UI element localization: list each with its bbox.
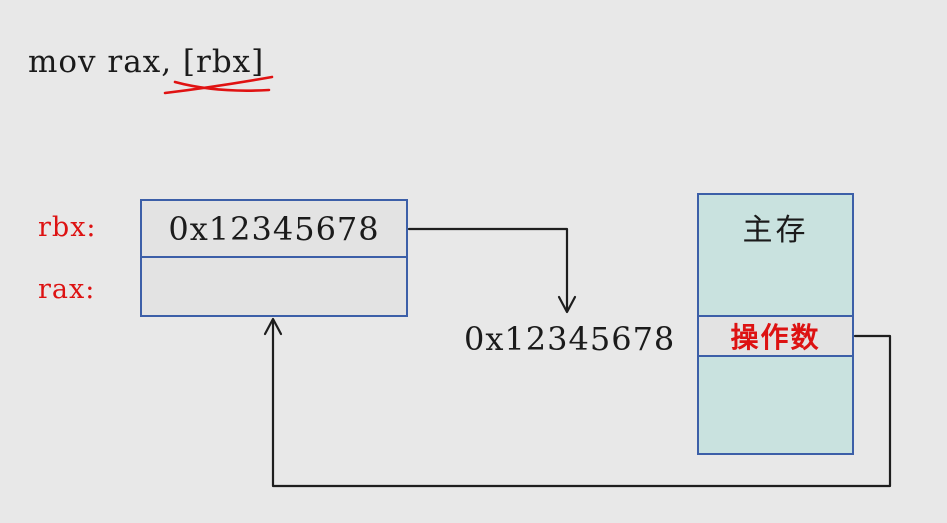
instruction-text: mov rax, [rbx]	[28, 44, 265, 80]
memory-title: 主存	[742, 213, 809, 248]
rbx-value-cell: 0x12345678	[142, 201, 406, 258]
rbx-label: rbx:	[38, 212, 97, 243]
memory-footer-region	[699, 357, 852, 453]
main-memory-box: 主存 操作数	[697, 193, 854, 455]
operand-row: 操作数	[699, 315, 852, 357]
effective-address-text: 0x12345678	[464, 320, 676, 358]
address-arrow-icon	[407, 227, 577, 314]
rax-label: rax:	[38, 274, 96, 305]
register-box: 0x12345678	[140, 199, 408, 317]
rax-value-cell	[142, 258, 406, 315]
